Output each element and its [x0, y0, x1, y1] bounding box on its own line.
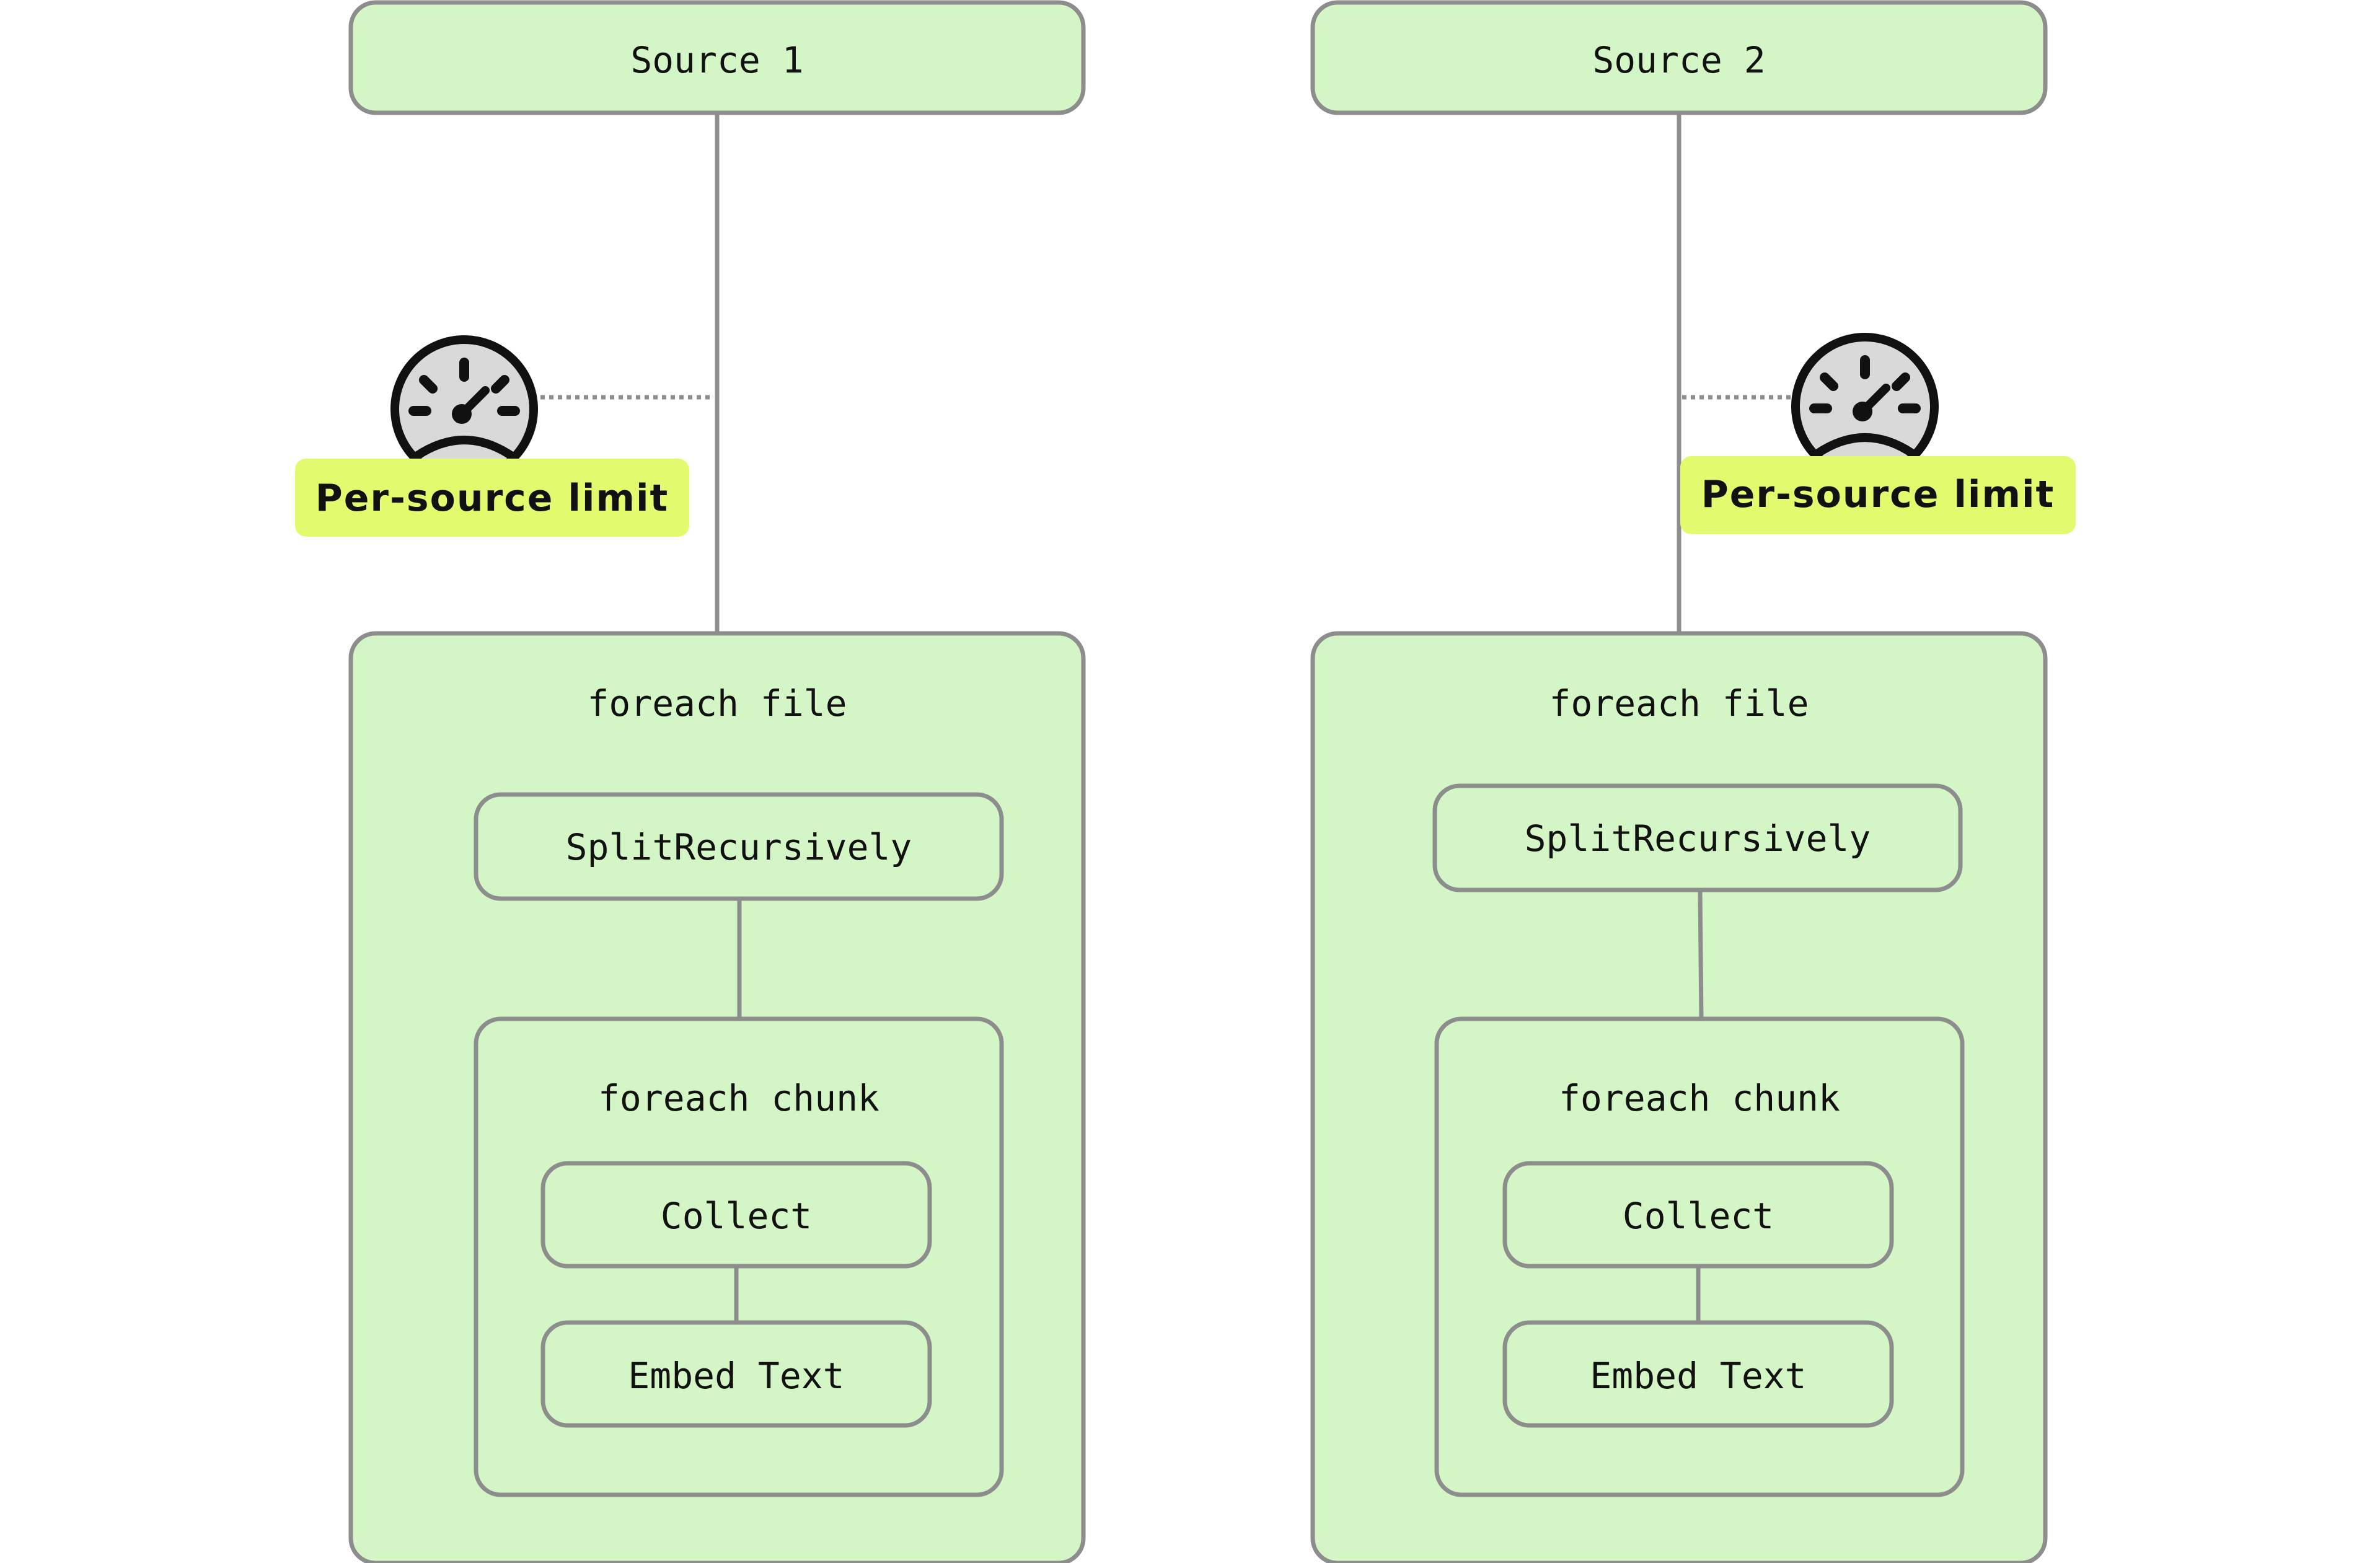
- collect-2-node: [1502, 1161, 1894, 1269]
- collect-2-label: Collect: [1623, 1195, 1774, 1237]
- collect-1-node: [540, 1161, 932, 1269]
- collect-1-label: Collect: [661, 1195, 812, 1237]
- split-recursively-2-label: SplitRecursively: [1525, 817, 1871, 860]
- pipeline-1: Source 1 foreach file SplitRecursively f…: [295, 0, 1086, 1563]
- source-1-node: [348, 0, 1086, 115]
- speedometer-icon: [1791, 333, 1939, 480]
- embed-text-2-label: Embed Text: [1590, 1355, 1806, 1397]
- foreach-chunk-1-label: foreach chunk: [598, 1077, 879, 1119]
- embed-text-1-node: [540, 1320, 932, 1428]
- per-source-limit-2-badge: [1680, 456, 2076, 534]
- embed-text-2-node: [1502, 1320, 1894, 1428]
- pipeline-2: Source 2 foreach file SplitRecursively f…: [1310, 0, 2076, 1563]
- split-recursively-2-node: [1432, 783, 1963, 892]
- split-recursively-1-label: SplitRecursively: [566, 826, 912, 868]
- per-source-limit-1-label: Per-source limit: [315, 477, 669, 520]
- per-source-limit-1-badge: [295, 459, 689, 537]
- embed-text-1-label: Embed Text: [628, 1355, 844, 1397]
- foreach-file-1-label: foreach file: [587, 682, 847, 724]
- source-2-label: Source 2: [1592, 39, 1765, 81]
- source-2-node: [1310, 0, 2048, 115]
- speedometer-icon: [390, 335, 538, 483]
- per-source-limit-2-label: Per-source limit: [1701, 473, 2055, 516]
- split-recursively-1-node: [474, 792, 1004, 901]
- foreach-chunk-2-label: foreach chunk: [1559, 1077, 1840, 1119]
- split-2-connector: [1698, 890, 1704, 1019]
- source-1-label: Source 1: [630, 39, 803, 81]
- foreach-file-2-label: foreach file: [1549, 682, 1809, 724]
